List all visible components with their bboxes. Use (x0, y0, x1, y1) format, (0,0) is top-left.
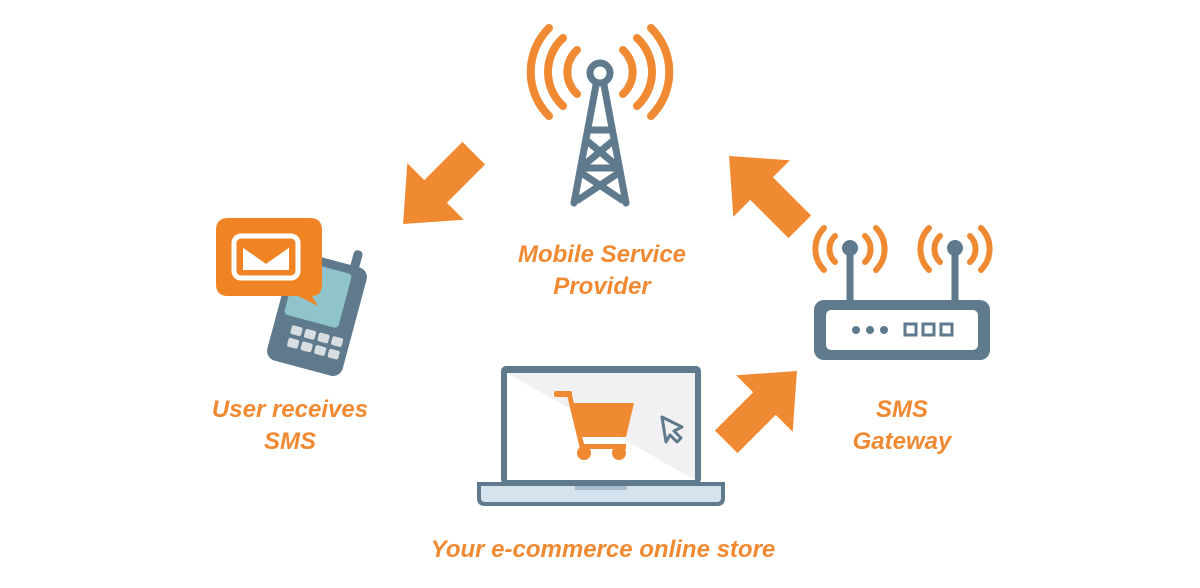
cell-tower-icon (526, 24, 674, 207)
arrow-provider-to-user (374, 124, 503, 253)
mouse-cursor-icon (660, 415, 684, 444)
user-label: User receives SMS (212, 394, 368, 458)
gateway-label: SMS Gateway (853, 394, 952, 458)
laptop-shopping-cart-icon (477, 366, 725, 506)
shopping-cart-icon (554, 391, 634, 460)
arrow-store-to-gateway (697, 342, 826, 471)
arrow-gateway-to-provider (700, 127, 829, 256)
gateway-label-line1: SMS (875, 396, 928, 423)
store-label-line1: Your e-commerce online store (430, 536, 776, 563)
user-label-line1: User receives (211, 396, 369, 423)
router-icon (812, 225, 993, 360)
provider-label-line1: Mobile Service (517, 241, 687, 268)
provider-label-line2: Provider (553, 273, 651, 300)
provider-label: Mobile Service Provider (518, 239, 686, 303)
user-label-line2: SMS (263, 428, 317, 455)
mobile-phone-message-icon (216, 218, 367, 376)
gateway-label-line2: Gateway (852, 428, 952, 455)
store-label: Your e-commerce online store (431, 534, 776, 566)
